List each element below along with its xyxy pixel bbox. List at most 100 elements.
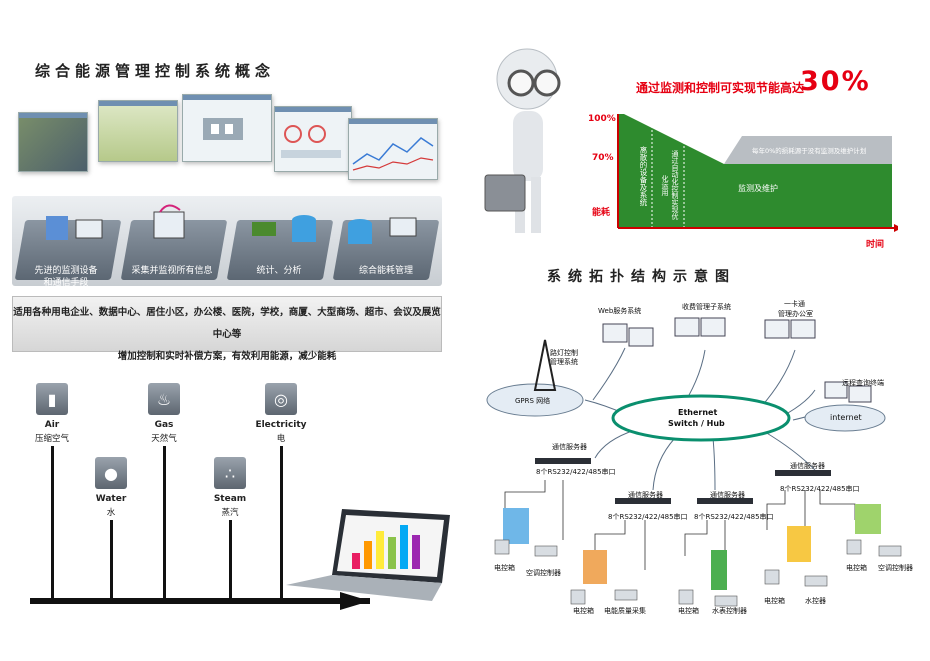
topology-diagram [486, 317, 902, 607]
comm-server-4 [775, 470, 831, 476]
hub-label-1: Ethernet [678, 408, 718, 417]
green-screen [98, 100, 178, 162]
building-icon-1 [503, 508, 529, 544]
saving-headline: 通过监测和控制可实现节能高达 [636, 81, 805, 95]
map-screen [18, 112, 88, 172]
description-line-2: 增加控制和实时补偿方案，有效利用能源，减少能耗 [117, 351, 337, 362]
gas-line [163, 446, 166, 600]
mascot-figure [484, 48, 561, 233]
water-controller-icon [804, 575, 828, 587]
electricity-line [280, 446, 283, 600]
refresh-arrow-icon [159, 204, 181, 213]
node-billing-label: 收费管理子系统 [682, 303, 731, 311]
control-box-icon [494, 539, 510, 555]
description-line-1: 适用各种用电企业、数据中心、居住小区，办公楼、医院，学校，商厦、大型商场、超市、… [13, 307, 441, 340]
phase-2-label: 通过自动化控制实现优化运用 [661, 150, 679, 220]
device-label-8: 水控器 [805, 597, 826, 605]
stage-label-2: 采集并监视所有信息 [131, 266, 213, 276]
folder-icon [252, 222, 276, 236]
billing-computer-icon [674, 317, 700, 337]
server-3-ports: 8个RS232/422/485串口 [694, 513, 774, 521]
source-air-zh: 压缩空气 [34, 434, 69, 444]
loss-band [724, 136, 892, 164]
gauge-graphic [281, 125, 341, 158]
water-line [110, 520, 113, 600]
browser-window-icon [153, 211, 185, 239]
source-electricity-en: Electricity [255, 420, 307, 430]
topology-title: 系统拓扑结构示意图 [547, 269, 736, 285]
device-label-1: 电控箱 [494, 564, 515, 572]
server-3-name: 通信服务器 [710, 491, 745, 499]
timeline-axis [30, 598, 370, 604]
comm-server-3 [697, 498, 753, 504]
device-label-9: 电控箱 [846, 564, 867, 572]
device-label-10: 空调控制器 [878, 564, 913, 572]
concept-title: 综合能源管理控制系统概念 [35, 62, 276, 80]
stage-label-3: 统计、分析 [256, 266, 302, 276]
device-label-4: 电能质量采集 [604, 607, 646, 615]
node-remote-label: 远程查询终端 [842, 379, 884, 387]
source-electricity-zh: 电 [276, 434, 286, 444]
ethernet-hub [611, 394, 791, 442]
web-computer-icon [602, 323, 628, 343]
loss-note: 每年0%的损耗源于没有监测及维护计划 [752, 147, 867, 155]
remote-computer-icon [824, 381, 848, 399]
saving-chart [617, 114, 898, 232]
x-label-time: 时间 [866, 240, 885, 250]
stage-label-4: 综合能耗管理 [358, 266, 413, 276]
laptop-icon [286, 509, 450, 601]
server-1-name: 通信服务器 [552, 443, 587, 451]
source-air-en: Air [44, 420, 60, 430]
hub-label-2: Switch / Hub [668, 419, 725, 428]
node-card-label-2: 管理办公室 [778, 310, 813, 318]
node-internet-label: internet [830, 413, 862, 422]
node-card-label-1: 一卡通 [784, 300, 805, 308]
source-steam-zh: 蒸汽 [221, 508, 239, 518]
node-streetlight-label-1: 路灯控制 [550, 349, 578, 357]
software-screens [12, 90, 452, 200]
server-2-name: 通信服务器 [628, 491, 663, 499]
steam-icon: ∴ [214, 457, 246, 489]
y-label-70: 70% [592, 153, 614, 163]
air-bottle-icon: ▮ [36, 383, 68, 415]
process-stage [12, 196, 442, 286]
briefcase-icon [484, 174, 526, 212]
meter-icon: ◎ [265, 383, 297, 415]
source-gas-en: Gas [154, 420, 174, 430]
stage-label-1: 先进的监测设备 和通信手段 [34, 266, 98, 288]
flame-icon: ♨ [148, 383, 180, 415]
water-meter-icon [714, 595, 738, 607]
floorplan-screen [182, 94, 272, 162]
server-2-ports: 8个RS232/422/485串口 [608, 513, 688, 521]
saving-area [618, 114, 892, 228]
server-4-ports: 8个RS232/422/485串口 [780, 485, 860, 493]
saving-headline-value: 30% [800, 66, 871, 97]
ac-controller-icon [534, 545, 558, 557]
application-description: 适用各种用电企业、数据中心、居住小区，办公楼、医院，学校，商厦、大型商场、超市、… [12, 296, 442, 362]
phase-3-label: 监测及维护 [738, 184, 778, 193]
device-label-2: 空调控制器 [526, 569, 561, 577]
chart-screen [348, 118, 438, 180]
source-water-en: Water [95, 494, 127, 504]
building-icon-3 [711, 550, 727, 590]
node-streetlight-label-2: 管理系统 [550, 358, 578, 366]
card-computer-icon [764, 319, 790, 339]
timeline-arrowhead [340, 592, 370, 610]
stage-icons [46, 204, 417, 244]
computer-icon [75, 219, 103, 239]
comm-server-2 [615, 498, 671, 504]
floorplan-graphic [203, 118, 243, 140]
y-label-100: 100% [588, 114, 616, 124]
monitor-device-icon [46, 216, 68, 240]
air-line [51, 446, 54, 600]
server-1-ports: 8个RS232/422/485串口 [536, 468, 616, 476]
power-quality-icon [614, 589, 638, 601]
steam-line [229, 520, 232, 600]
water-drop-icon: ● [95, 457, 127, 489]
comm-server-1 [535, 458, 591, 464]
device-label-6: 水表控制器 [712, 607, 747, 615]
source-water-zh: 水 [106, 508, 116, 518]
source-gas-zh: 天然气 [151, 434, 177, 444]
server-4-name: 通信服务器 [790, 462, 825, 470]
building-icon-5 [855, 504, 881, 534]
